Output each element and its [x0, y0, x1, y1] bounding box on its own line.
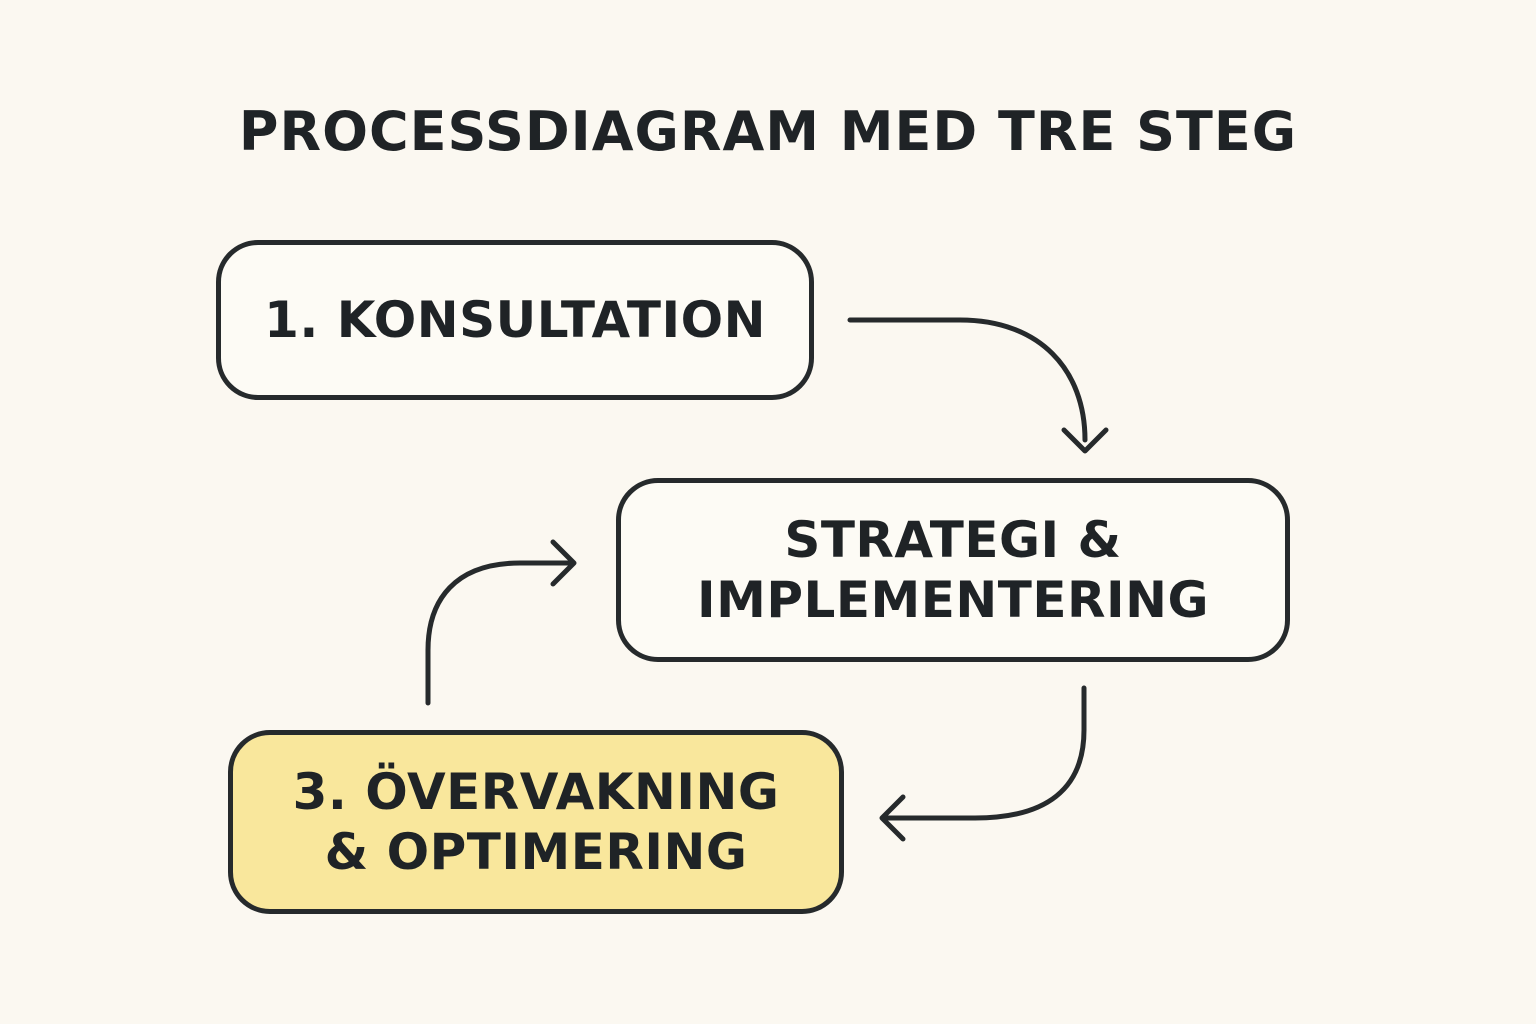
diagram-title: PROCESSDIAGRAM MED TRE STEG	[238, 100, 1298, 163]
step-konsultation-label: 1. KONSULTATION	[264, 291, 766, 349]
arrow-konsultation-to-strategi	[847, 317, 1088, 443]
step-strategi-box: STRATEGI & IMPLEMENTERING	[616, 478, 1290, 662]
step-overvakning-label-line2: & OPTIMERING	[324, 823, 748, 881]
arrow-strategi-to-overvakning	[881, 685, 1087, 821]
arrowhead-right-icon	[550, 539, 577, 587]
arrowhead-down-icon	[1061, 427, 1109, 454]
step-konsultation-box: 1. KONSULTATION	[216, 240, 814, 400]
step-strategi-label-line1: STRATEGI &	[784, 511, 1122, 569]
arrow-overvakning-to-strategi	[425, 560, 573, 706]
step-overvakning-label-line1: 3. ÖVERVAKNING	[292, 763, 780, 821]
step-strategi-label-line2: IMPLEMENTERING	[696, 571, 1210, 629]
step-overvakning-box: 3. ÖVERVAKNING & OPTIMERING	[228, 730, 844, 914]
arrowhead-left-icon	[879, 794, 906, 842]
